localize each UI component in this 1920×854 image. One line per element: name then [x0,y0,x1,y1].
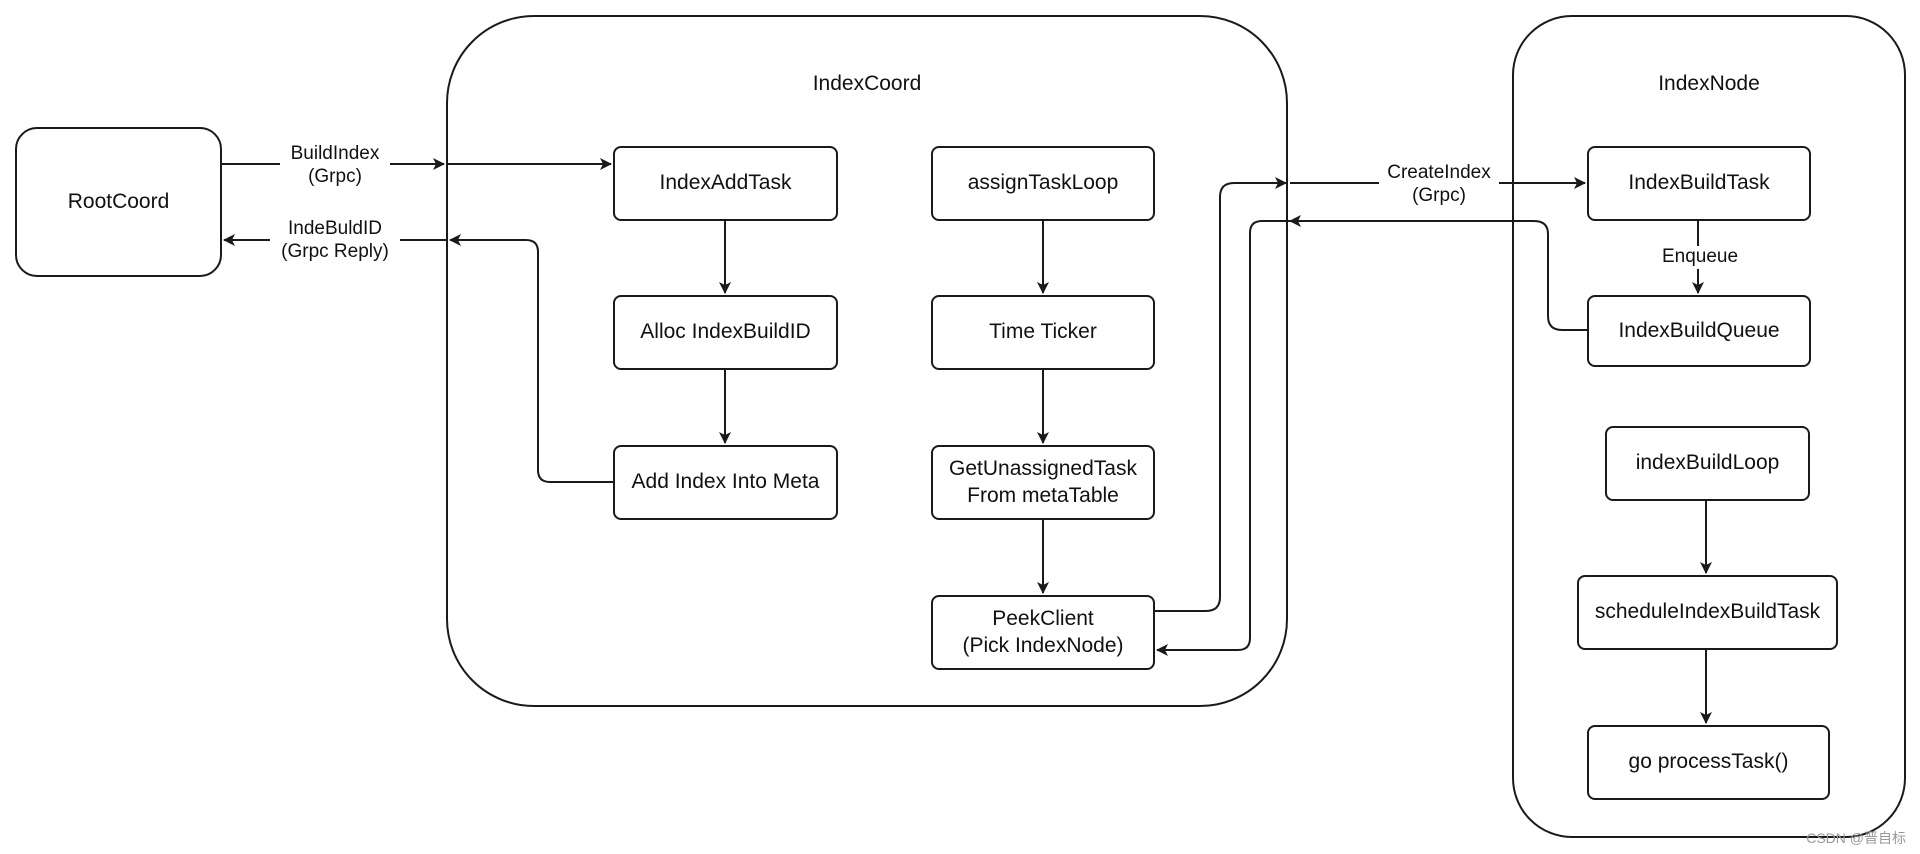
get-unassigned-task-node: GetUnassignedTask From metaTable [931,445,1155,520]
index-build-loop-node: indexBuildLoop [1605,426,1810,501]
edge-meta-to-reply [449,234,613,483]
indexnode-title: IndexNode [1658,72,1760,95]
time-ticker-node: Time Ticker [931,295,1155,370]
watermark: CSDN @晋自标 [1806,830,1906,846]
indexnode-container: IndexNode [1512,15,1906,838]
go-process-task-node: go processTask() [1587,725,1830,800]
index-add-task-node: IndexAddTask [613,146,838,221]
indexcoord-title: IndexCoord [812,72,922,95]
peek-client-node: PeekClient (Pick IndexNode) [931,595,1155,670]
alloc-index-build-id-node: Alloc IndexBuildID [613,295,838,370]
edge-boundary-to-peek [1156,220,1290,656]
create-index-label: CreateIndex (Grpc) [1379,162,1499,208]
edge-peek-out [1155,177,1287,612]
indexcoord-container: IndexCoord [446,15,1288,707]
rootcoord-node: RootCoord [15,127,222,277]
enqueue-label: Enqueue [1653,246,1747,269]
schedule-index-build-task-node: scheduleIndexBuildTask [1577,575,1838,650]
build-index-label: BuildIndex (Grpc) [280,143,390,189]
index-build-task-node: IndexBuildTask [1587,146,1811,221]
edge-queue-back [1289,215,1587,331]
index-build-queue-node: IndexBuildQueue [1587,295,1811,367]
assign-task-loop-node: assignTaskLoop [931,146,1155,221]
add-index-into-meta-node: Add Index Into Meta [613,445,838,520]
inde-buld-id-label: IndeBuldID (Grpc Reply) [270,218,400,264]
